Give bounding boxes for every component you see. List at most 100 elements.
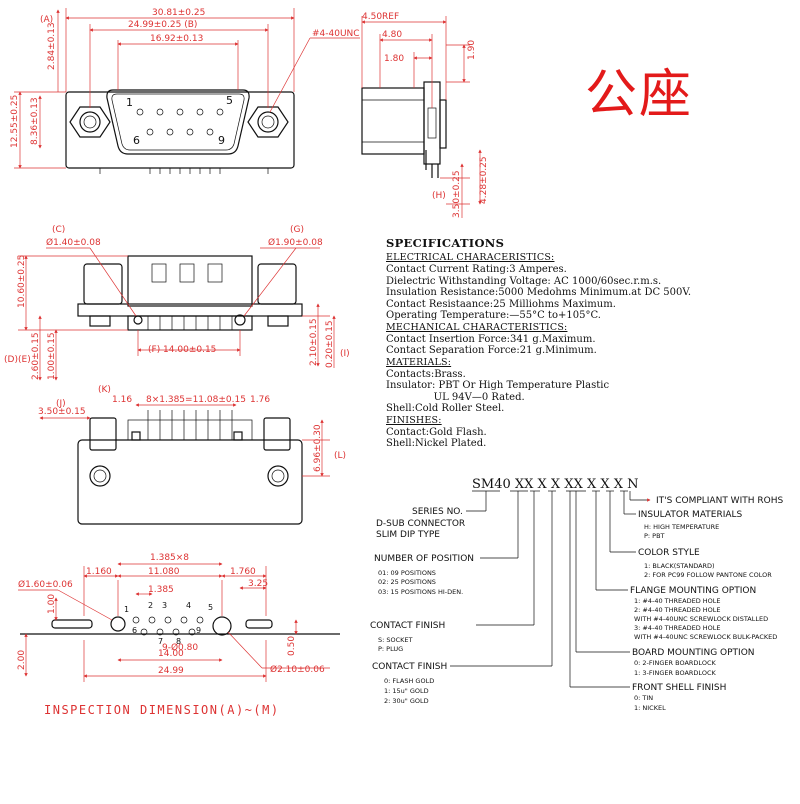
- front-shell: [127, 255, 253, 307]
- dim-body-height: 12.55±0.25: [10, 95, 20, 148]
- insulator-label: INSULATOR MATERIALS: [638, 510, 743, 520]
- mechanical-line: Contact Insertion Force:341 g.Maximum.: [386, 333, 596, 345]
- dim-11-080: 11.080: [148, 567, 180, 577]
- left-mount-hole: [69, 106, 111, 138]
- dim-c: Ø1.40±0.08: [46, 237, 101, 248]
- dim-2-60: 2.60±0.15: [31, 332, 41, 380]
- dim-0-20: 0.20±0.15: [325, 320, 335, 368]
- dim-1-385: 1.385: [148, 585, 174, 595]
- series-label: SERIES NO.: [412, 507, 463, 517]
- label-j: (J): [56, 399, 66, 409]
- specifications-block: SPECIFICATIONS ELECTRICAL CHARACERISTICS…: [386, 236, 726, 450]
- pcb-pin-9: 9: [196, 626, 201, 635]
- shell-opt-1: 1: NICKEL: [634, 704, 666, 712]
- board-mounting-label: BOARD MOUNTING OPTION: [632, 648, 755, 658]
- flange-opt-2: WITH #4-40UNC SCREWLOCK DISTALLED: [634, 615, 768, 623]
- bottom-view: (K) (J) 3.50±0.15 1.16 8×1.385=11.08±0.1…: [38, 385, 346, 525]
- finishes-line: Shell:Nickel Plated.: [386, 438, 487, 449]
- pcb-pin-6: 6: [132, 626, 137, 635]
- top-pins: [136, 108, 224, 136]
- finishes-header: FINISHES:: [386, 414, 442, 426]
- top-view: 1 5 6 9 30.81±0.25 24.99±0.25 (B) 16.92±…: [10, 8, 360, 174]
- pcb-pin-5: 5: [208, 603, 213, 612]
- dim-thread: #4-40UNC: [312, 29, 360, 39]
- dim-dia-2-10: Ø2.10±0.06: [270, 664, 325, 675]
- part-code: SM40 XX X X XX X X X N: [472, 477, 639, 492]
- board-opt-1: 1: 3-FINGER BOARDLOCK: [634, 669, 716, 677]
- dim-f: (F) 14.00±0.15: [148, 345, 216, 355]
- pcb-pin-3: 3: [162, 601, 167, 610]
- dim-hole-spacing: 24.99±0.25 (B): [128, 20, 197, 30]
- flange-opt-4: WITH #4-40UNC SCREWLOCK BULK-PACKED: [634, 633, 777, 641]
- pin-label-6: 6: [133, 134, 140, 147]
- bottom-hole-left: [89, 465, 111, 487]
- dim-10-60: 10.60±0.25: [17, 255, 27, 308]
- series-line-0: D-SUB CONNECTOR: [376, 519, 465, 529]
- front-shell-label: FRONT SHELL FINISH: [632, 683, 726, 693]
- shell-opt-0: 0: TIN: [634, 694, 653, 702]
- dim-ref: 4.50REF: [362, 12, 399, 22]
- dim-3-25: 3.25: [248, 579, 268, 589]
- dim-9-dia: 9-Ø0.80: [162, 642, 198, 653]
- front-pin-left: [133, 315, 143, 325]
- dim-4-28: 4.28±0.25: [479, 156, 489, 204]
- flange-label: FLANGE MOUNTING OPTION: [630, 586, 756, 596]
- front-pin-right: [234, 314, 246, 326]
- label-l: (L): [334, 451, 346, 461]
- bottom-hole-right: [267, 465, 289, 487]
- electrical-header: ELECTRICAL CHARACERISTICS:: [386, 252, 555, 263]
- dim-1-16: 1.16: [112, 395, 132, 405]
- label-a: (A): [40, 15, 53, 25]
- positions-opt-2: 03: 15 POSITIONS HI-DEN.: [378, 588, 463, 596]
- insulator-front: [127, 315, 253, 331]
- pcb-pin-8: 8: [176, 637, 181, 646]
- contact-a-opt-0: S: SOCKET: [378, 636, 413, 644]
- front-pins: [147, 316, 233, 330]
- label-c: (C): [52, 225, 65, 235]
- contact-finish-b-label: CONTACT FINISH: [372, 662, 447, 672]
- dim-1-00: 1.00±0.15: [47, 332, 57, 380]
- dim-shell-height: 8.36±0.13: [30, 97, 40, 145]
- dim-pcb-2-00: 2.00: [17, 650, 27, 670]
- pcb-pin-2: 2: [148, 601, 153, 610]
- electrical-line: Insulation Resistance:5000 Medohms Minim…: [386, 287, 692, 298]
- contact-b-opt-1: 1: 15u" GOLD: [384, 687, 429, 695]
- pin-label-9: 9: [218, 134, 225, 147]
- color-opt-1: 2: FOR PC99 FOLLOW PANTONE COLOR: [644, 571, 772, 579]
- side-view: 4.50REF 4.80 1.80 1.90 (H) 3.50±0.25 4.2…: [361, 12, 489, 218]
- dim-pcb-1-00: 1.00: [47, 594, 57, 614]
- series-line-1: SLIM DIP TYPE: [376, 530, 440, 540]
- dim-3-50b: 3.50±0.15: [38, 407, 86, 417]
- materials-line: Contacts:Brass.: [386, 368, 466, 380]
- dim-overall-width: 30.81±0.25: [152, 8, 205, 18]
- electrical-line: Contact Resistaance:25 Milliohms Maximum…: [386, 298, 616, 310]
- dim-6-96: 6.96±0.30: [313, 424, 323, 472]
- spec-title: SPECIFICATIONS: [386, 236, 505, 250]
- label-e: (E): [18, 355, 31, 365]
- dim-pcb-0-50: 0.50: [287, 636, 297, 656]
- dim-1-76: 1.76: [250, 395, 270, 405]
- board-opt-0: 0: 2-FINGER BOARDLOCK: [634, 659, 716, 667]
- contact-b-opt-0: 0: FLASH GOLD: [384, 677, 434, 685]
- materials-line: Insulator: PBT Or High Temperature Plast…: [386, 380, 610, 391]
- d-shell: [106, 89, 250, 155]
- pcb-pin-7: 7: [158, 637, 163, 646]
- color-opt-0: 1: BLACK(STANDARD): [644, 562, 715, 570]
- positions-opt-0: 01: 09 POSITIONS: [378, 569, 436, 577]
- label-d: (D): [4, 355, 18, 365]
- positions-opt-1: 02: 25 POSITIONS: [378, 578, 436, 586]
- pcb-pin-holes: [132, 616, 204, 636]
- materials-line: Shell:Cold Roller Steel.: [386, 403, 505, 414]
- label-g: (G): [290, 225, 304, 235]
- d-shell-inner: [111, 93, 245, 151]
- flange-opt-0: 1: #4-40 THREADED HOLE: [634, 597, 721, 605]
- positions-label: NUMBER OF POSITION: [374, 554, 474, 564]
- pcb-hole-left: [110, 616, 126, 632]
- right-slot: [245, 619, 273, 629]
- contact-b-opt-2: 2: 30u" GOLD: [384, 697, 429, 705]
- flange-outline: [65, 91, 295, 169]
- pin-label-5: 5: [226, 94, 233, 107]
- side-body: [361, 87, 425, 155]
- pcb-hole-right: [212, 616, 232, 636]
